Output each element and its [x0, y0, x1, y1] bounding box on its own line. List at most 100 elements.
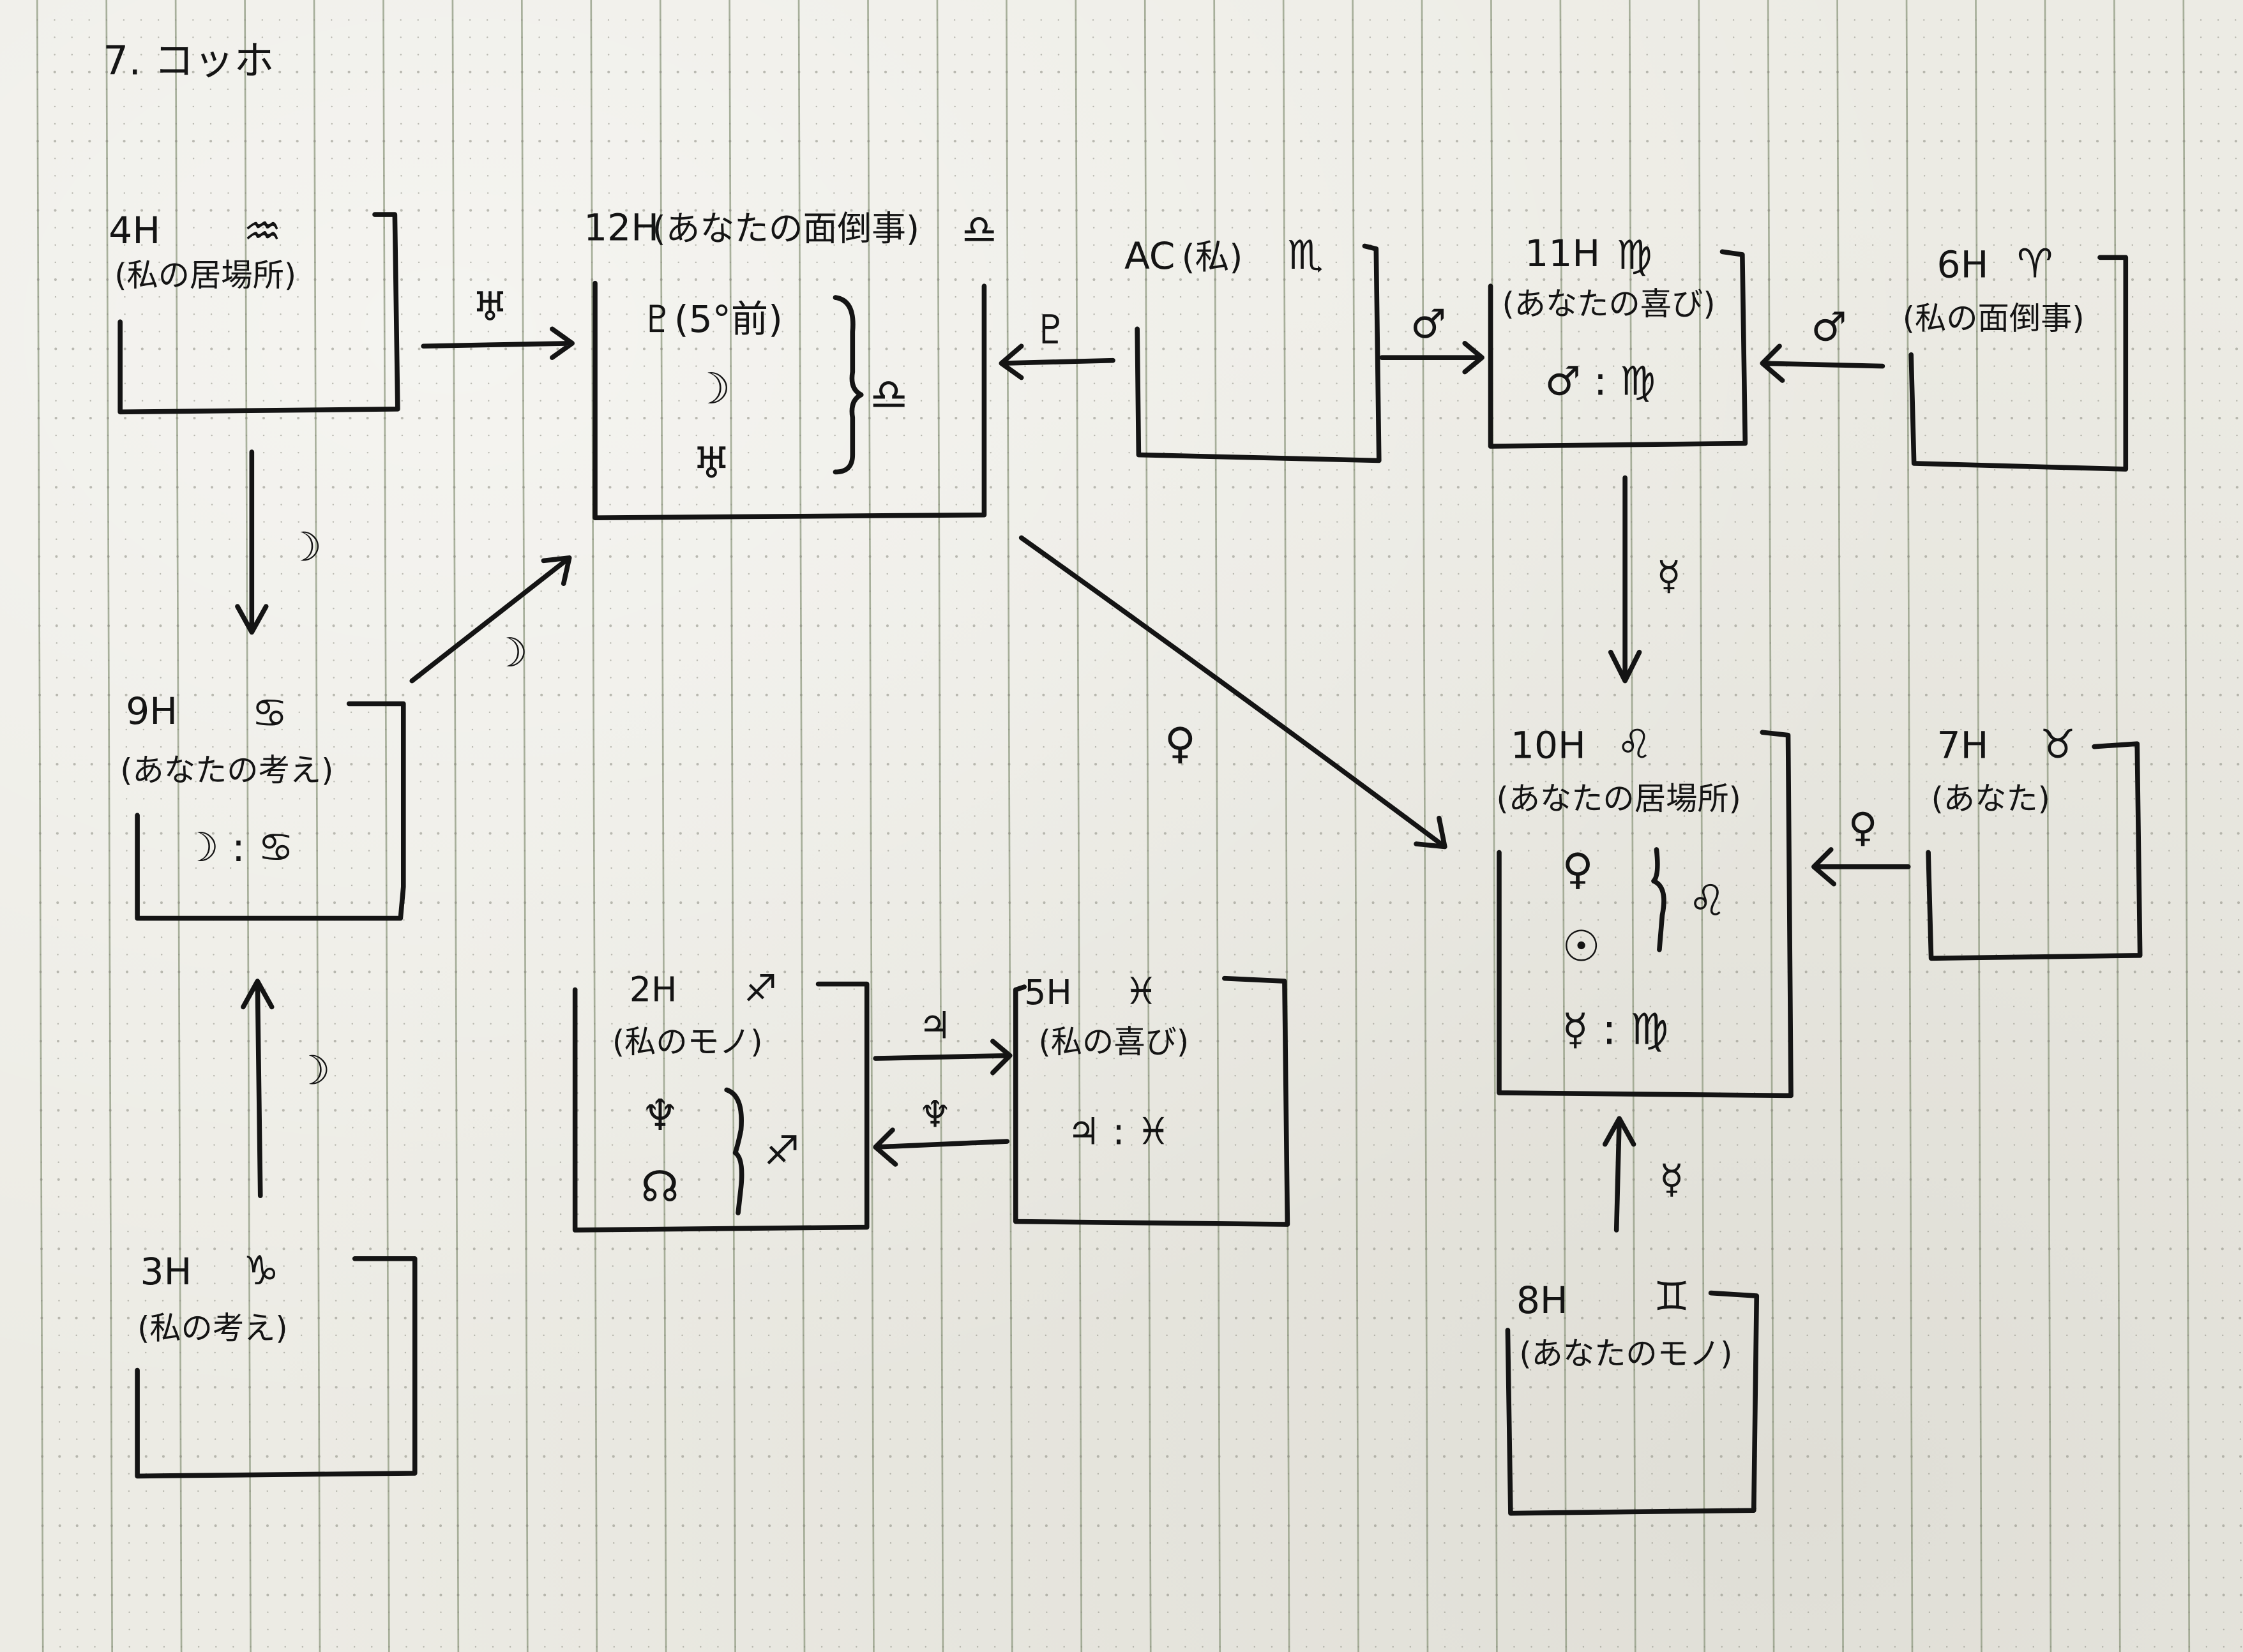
grid-rule [382, 0, 390, 1652]
group-sign: ♌ [1688, 876, 1726, 926]
planet-entry: ☽ [692, 364, 730, 414]
grid-rule [1075, 0, 1083, 1652]
planet-entry: ♆ [641, 1090, 679, 1140]
grid-rule [2182, 0, 2191, 1652]
arrow-planet-label: ♀ [1165, 719, 1196, 769]
arrow-planet-label: ♃ [918, 1004, 951, 1048]
planet-entry: ☿ : ♍ [1562, 1005, 1669, 1055]
arrow-planet-label: ☿ [1656, 552, 1680, 599]
house-subtitle: (私の居場所) [114, 257, 296, 294]
grid-rule [1352, 0, 1359, 1652]
house-label: 6H [1937, 243, 1989, 287]
house-label: 8H [1516, 1279, 1568, 1322]
arrow-11h-10h: ☿ [1608, 475, 1681, 684]
sign-glyph: ♋ [252, 689, 287, 736]
arrow-12h-10h: ♀ [1018, 535, 1447, 850]
grid-rule [2044, 0, 2052, 1652]
house-ac: AC (私) ♏ [1124, 232, 1382, 463]
house-label: 10H [1511, 724, 1586, 767]
house-label: 2H [630, 969, 677, 1009]
grid-rule [520, 0, 529, 1652]
sign-glyph: ♏ [1287, 232, 1323, 278]
grid-rule [1421, 0, 1429, 1652]
house-9h: 9H ♋ (あなたの考え) ☽ : ♋ [120, 689, 406, 921]
house-subtitle: (私の考え) [137, 1309, 288, 1346]
group-sign: ♐ [764, 1127, 799, 1174]
box-outline [593, 280, 987, 520]
arrow-planet-label: ♆ [918, 1093, 951, 1136]
grid-rule [244, 0, 252, 1652]
box-outline [1488, 249, 1748, 449]
arrow-4h-9h: ☽ [235, 449, 322, 635]
grid-rule [105, 0, 113, 1652]
grid-rule [936, 0, 944, 1652]
arrow-planet-label: ♀ [1848, 804, 1878, 851]
arrow-planet-label: ☿ [1659, 1156, 1684, 1203]
sign-glyph: ♈ [2017, 241, 2053, 287]
box-outline [572, 981, 870, 1233]
sign-glyph: ♒ [243, 206, 282, 256]
grid-rule [1282, 0, 1290, 1652]
sign-glyph: ♎ [962, 206, 997, 253]
house-label: 7H [1937, 724, 1989, 767]
grid-rule [659, 0, 667, 1652]
arrow-2h-5h: ♃ [873, 1004, 1013, 1076]
arrow-ac-11h: ♂ [1379, 301, 1484, 375]
sign-glyph: ♓ [1124, 970, 1158, 1013]
arrow-planet-label: ☽ [286, 523, 322, 570]
grid-rule [1767, 0, 1775, 1652]
house-label: 3H [140, 1250, 192, 1293]
grid-rule [1975, 0, 1982, 1652]
house-subtitle: (私のモノ) [612, 1023, 763, 1060]
sign-glyph: ♍ [1617, 232, 1652, 278]
arrow-3h-9h: ☽ [241, 979, 331, 1199]
grid-rule [1006, 0, 1013, 1652]
house-subtitle: (あなた) [1931, 780, 2050, 817]
house-3h: 3H ♑ (私の考え) [135, 1247, 418, 1479]
sign-glyph: ♐ [744, 966, 777, 1010]
box-outline [1135, 243, 1382, 463]
house-label: 4H [109, 209, 160, 252]
sign-glyph: ♑ [243, 1247, 279, 1294]
grid-rule [451, 0, 460, 1652]
group-brace [833, 295, 864, 475]
grid-rule [1144, 0, 1152, 1652]
arrow-9h-12h: ☽ [409, 555, 572, 684]
planet-entry: ♀ [1562, 845, 1594, 894]
planet-entry: ☊ [641, 1162, 679, 1212]
grid-rule [590, 0, 598, 1652]
house-subtitle: (私) [1182, 237, 1243, 277]
grid-rule [313, 0, 321, 1652]
planet-entry: ☉ [1562, 922, 1601, 972]
grid-rule [174, 0, 183, 1652]
sign-glyph: ♌ [1617, 721, 1652, 768]
grid-rule [1836, 0, 1844, 1652]
box-outline [135, 701, 406, 921]
sign-glyph: ♊ [1654, 1273, 1689, 1319]
house-label: 9H [126, 689, 177, 733]
house-subtitle: (あなたのモノ) [1519, 1335, 1732, 1372]
arrow-planet-label: ♂ [1811, 303, 1847, 350]
page-title: 7. コッホ [103, 38, 274, 84]
house-label: AC [1124, 234, 1175, 278]
arrow-ac-12h: ♇ [999, 306, 1115, 380]
house-subtitle: (私の面倒事) [1903, 299, 2085, 336]
box-outline [1926, 741, 2143, 961]
house-2h: 2H ♐ (私のモノ) ♆ ☊ ♐ [572, 966, 870, 1233]
house-label: 5H [1024, 972, 1072, 1012]
box-outline [1013, 975, 1290, 1227]
grid-rule [867, 0, 875, 1652]
box-outline [135, 1256, 418, 1479]
planet-entry: ☽ : ♋ [183, 824, 294, 871]
house-6h: 6H ♈ (私の面倒事) [1903, 241, 2129, 472]
planet-entry: ♃ : ♓ [1067, 1110, 1170, 1153]
house-subtitle: (私の喜び) [1039, 1023, 1189, 1060]
grid-rule [1628, 0, 1636, 1652]
grid-rule [729, 0, 736, 1652]
house-8h: 8H ♊ (あなたのモノ) [1505, 1273, 1760, 1516]
sign-glyph: ♉ [2040, 721, 2076, 768]
grid-rule [1559, 0, 1567, 1652]
group-sign: ♎ [870, 370, 908, 419]
